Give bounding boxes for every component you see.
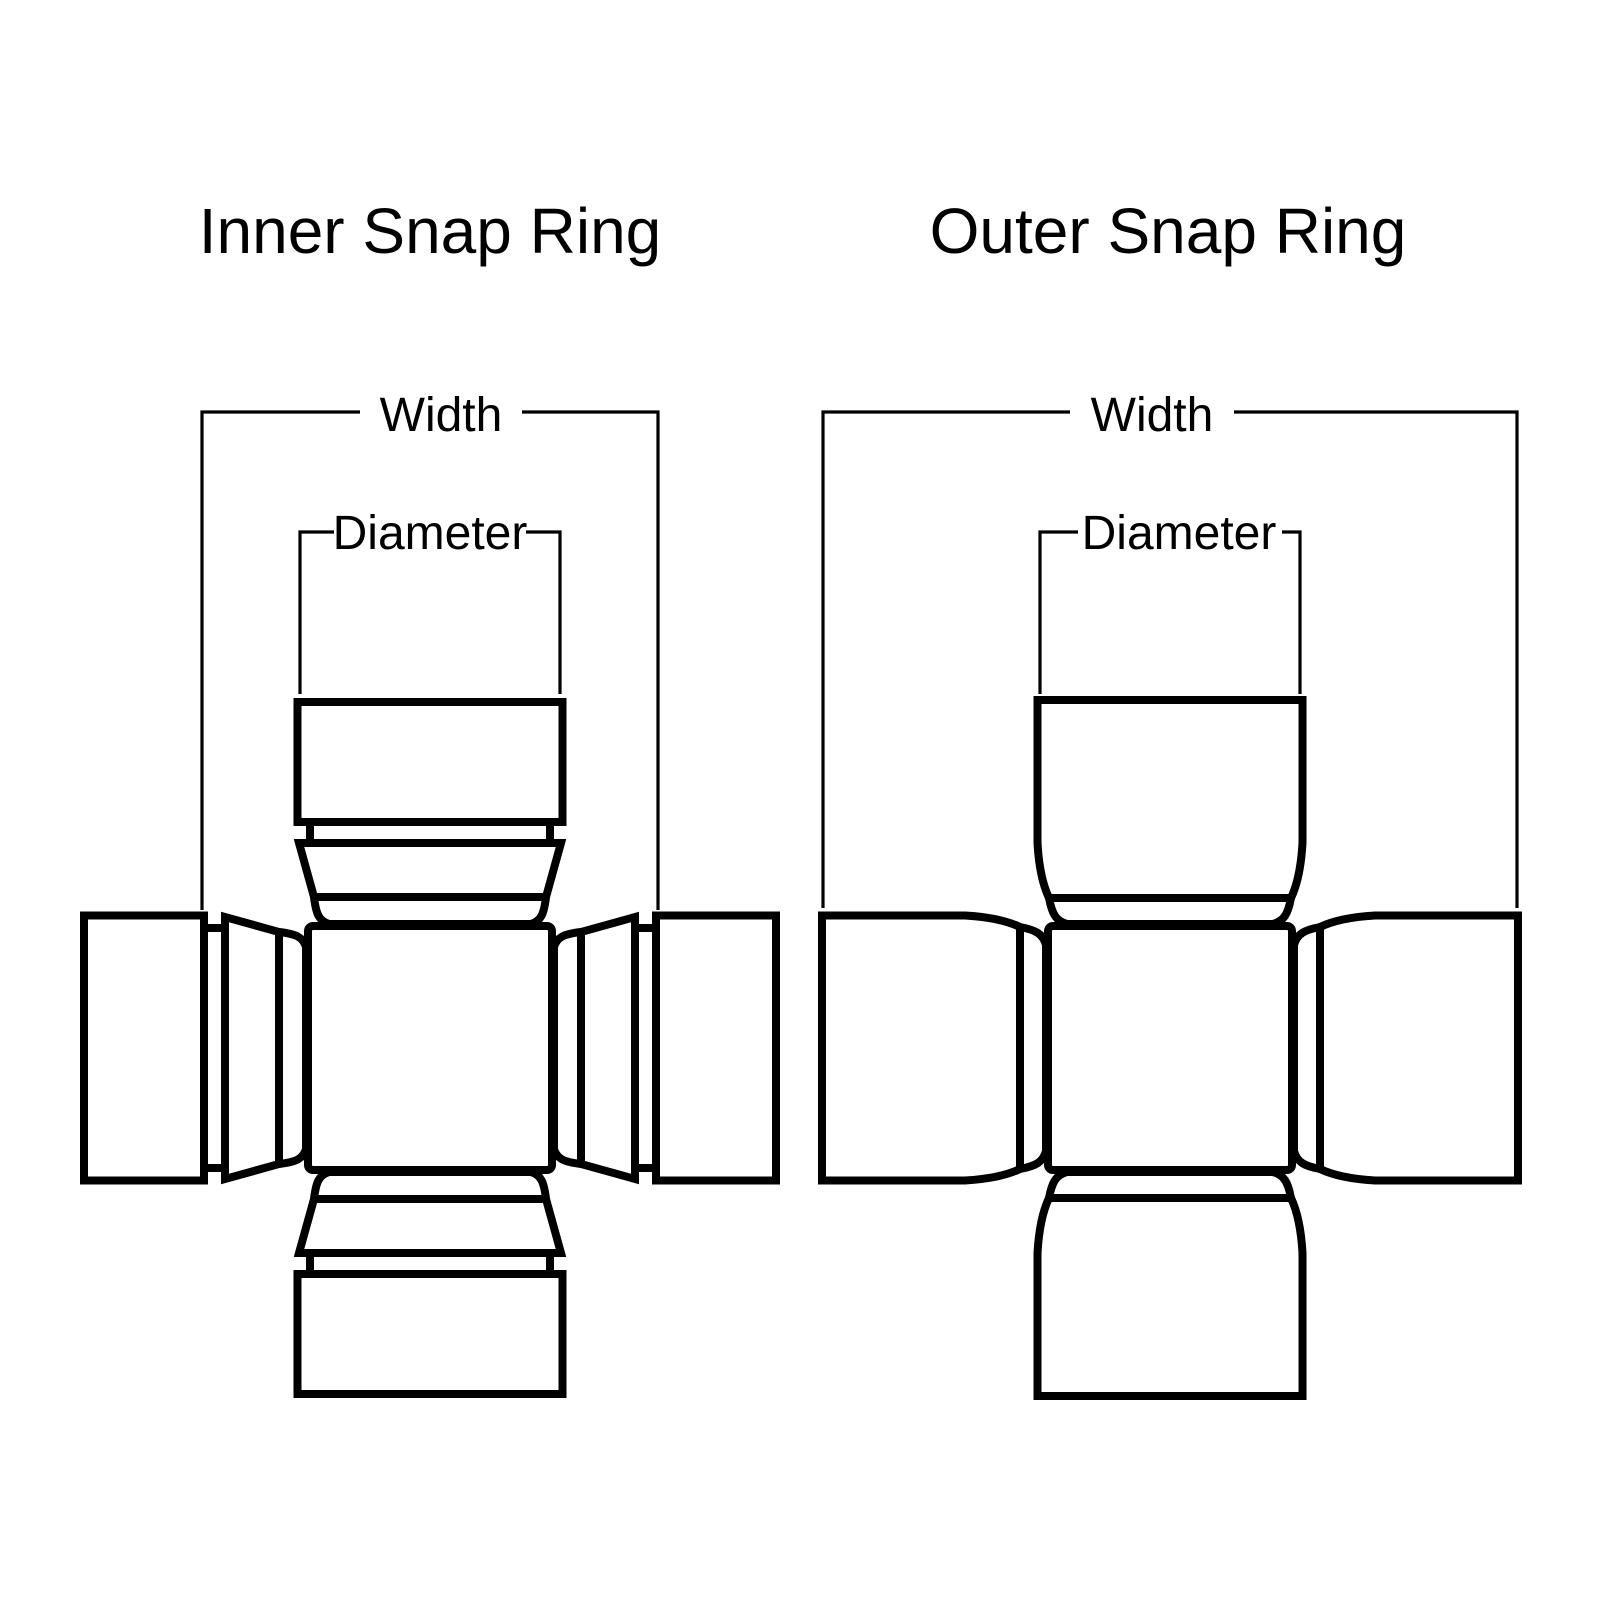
cross-arm-left: [84, 916, 306, 1181]
ujoint-cross-outer: [822, 700, 1518, 1396]
inner-snap-ring-diagram: Inner Snap Ring Width Diameter: [84, 195, 776, 1394]
cross-arm-right: [1294, 916, 1518, 1181]
diameter-label: Diameter: [1082, 507, 1277, 560]
cross-arm-bottom: [1038, 1172, 1303, 1396]
width-dimension-bracket-right: [1234, 410, 1519, 908]
diagram-title: Inner Snap Ring: [199, 195, 662, 267]
diameter-dimension-bracket-right: [1282, 530, 1302, 694]
width-dimension-bracket-left: [821, 410, 1070, 908]
diameter-dimension-bracket-right: [526, 530, 562, 694]
outer-snap-ring-diagram: Outer Snap Ring Width Diameter: [822, 195, 1518, 1396]
diagram-title: Outer Snap Ring: [930, 195, 1407, 267]
width-dimension-bracket-left: [200, 410, 360, 910]
ujoint-cross-inner: [84, 702, 776, 1394]
center-body: [1044, 922, 1296, 1174]
width-label: Width: [1091, 389, 1214, 442]
center-body: [304, 922, 556, 1174]
cross-arm-top: [298, 702, 563, 924]
cross-arm-right: [554, 916, 776, 1181]
diameter-label: Diameter: [333, 507, 528, 560]
diameter-dimension-bracket-left: [298, 530, 334, 694]
cross-arm-top: [1038, 700, 1303, 924]
width-dimension-bracket-right: [522, 410, 660, 910]
width-label: Width: [380, 389, 503, 442]
diameter-dimension-bracket-left: [1038, 530, 1078, 694]
cross-arm-bottom: [298, 1172, 563, 1394]
cross-arm-left: [822, 916, 1046, 1181]
